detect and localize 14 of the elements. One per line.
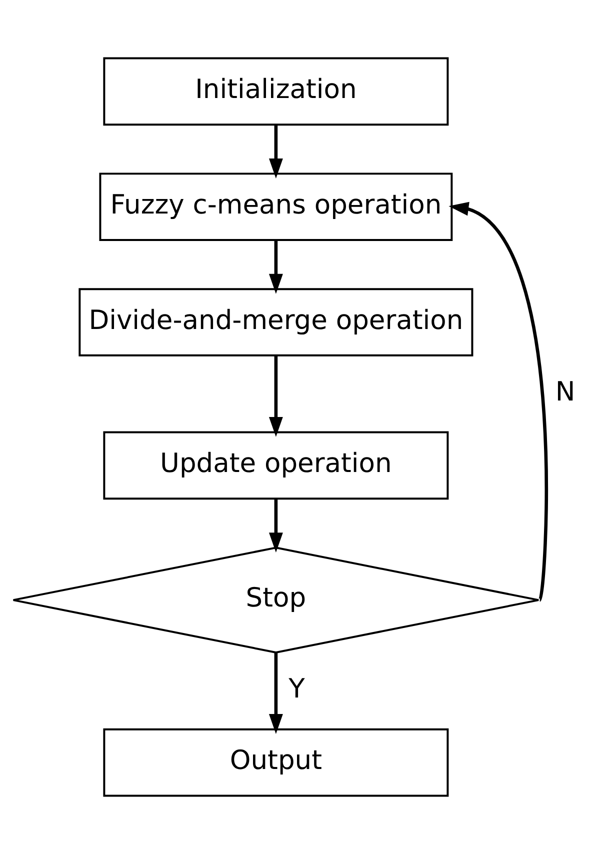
arrow: [268, 124, 283, 178]
node-box: Update operation: [103, 431, 449, 500]
node-box: Fuzzy c-means operation: [99, 172, 453, 241]
arrow: [268, 652, 283, 734]
arrow: [448, 202, 548, 600]
edge-label: N: [555, 376, 576, 408]
node-box: Output: [103, 728, 449, 797]
arrow: [268, 355, 283, 437]
node-box: Divide-and-merge operation: [78, 288, 474, 356]
edge-label: Y: [288, 674, 305, 705]
arrow: [268, 240, 283, 294]
node-box: Initialization: [103, 57, 449, 126]
arrow: [268, 498, 283, 553]
node-diamond: Stop: [12, 546, 540, 654]
